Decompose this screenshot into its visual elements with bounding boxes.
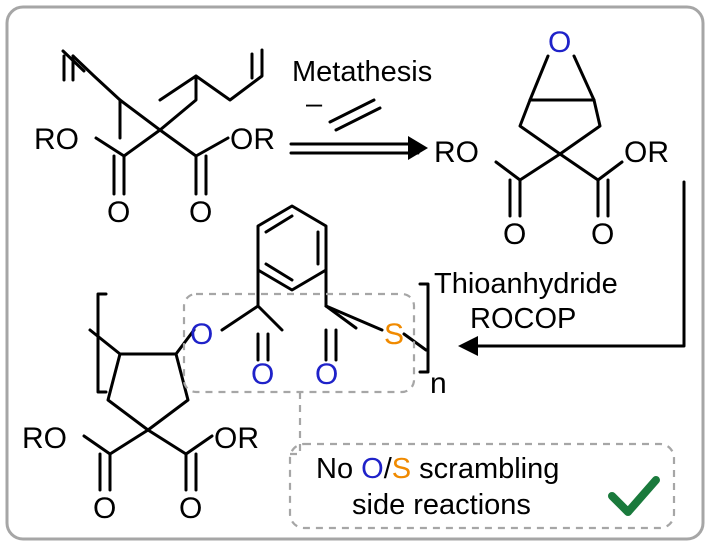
carbonyl-o-1: O (107, 196, 130, 229)
carbonyl-o-3: O (503, 218, 526, 251)
polymer-carbonyl-o-1: O (251, 358, 274, 391)
callout-slash: / (384, 453, 393, 485)
or-label-polymer: OR (214, 422, 259, 455)
callout-box (288, 442, 676, 530)
metathesis-label: Metathesis (292, 56, 432, 88)
carbonyl-o-5: O (93, 492, 116, 525)
polymer-ester-oxygen: O (190, 318, 213, 351)
metathesis-arrow (289, 136, 428, 160)
polymer-carbonyl-o-2: O (315, 358, 338, 391)
ro-label-left: RO (34, 123, 79, 156)
polymer-sulfur: S (384, 318, 404, 351)
epoxide-oxygen: O (548, 26, 571, 59)
ro-label-polymer: RO (22, 422, 67, 455)
callout-line1: No O/S scrambling (316, 453, 559, 485)
carbonyl-o-2: O (189, 196, 212, 229)
rocop-label-line1: Thioanhydride (434, 268, 618, 300)
carbonyl-o-6: O (179, 492, 202, 525)
polymer-structure: O O O S n RO OR O O (22, 204, 447, 525)
epoxide-structure: O RO OR O O (434, 26, 669, 251)
ethylene-icon (328, 98, 382, 132)
ro-label-right: RO (434, 136, 479, 169)
callout-sulfur: S (392, 453, 411, 485)
diallyl-malonate-structure: RO OR O O (34, 48, 275, 229)
or-label-left: OR (230, 123, 275, 156)
rocop-label-line2: ROCOP (470, 303, 576, 335)
callout-connector (290, 392, 302, 456)
callout-suffix: scrambling (411, 453, 559, 485)
callout-prefix: No (316, 453, 361, 485)
carbonyl-o-4: O (591, 218, 614, 251)
rocop-arrow (458, 180, 686, 356)
or-label-right: OR (624, 136, 669, 169)
callout-oxygen: O (361, 453, 384, 485)
repeat-subscript-n: n (430, 367, 447, 400)
ethylene-minus-label: – (306, 88, 323, 120)
check-icon (608, 476, 660, 516)
callout-line2: side reactions (352, 489, 531, 521)
